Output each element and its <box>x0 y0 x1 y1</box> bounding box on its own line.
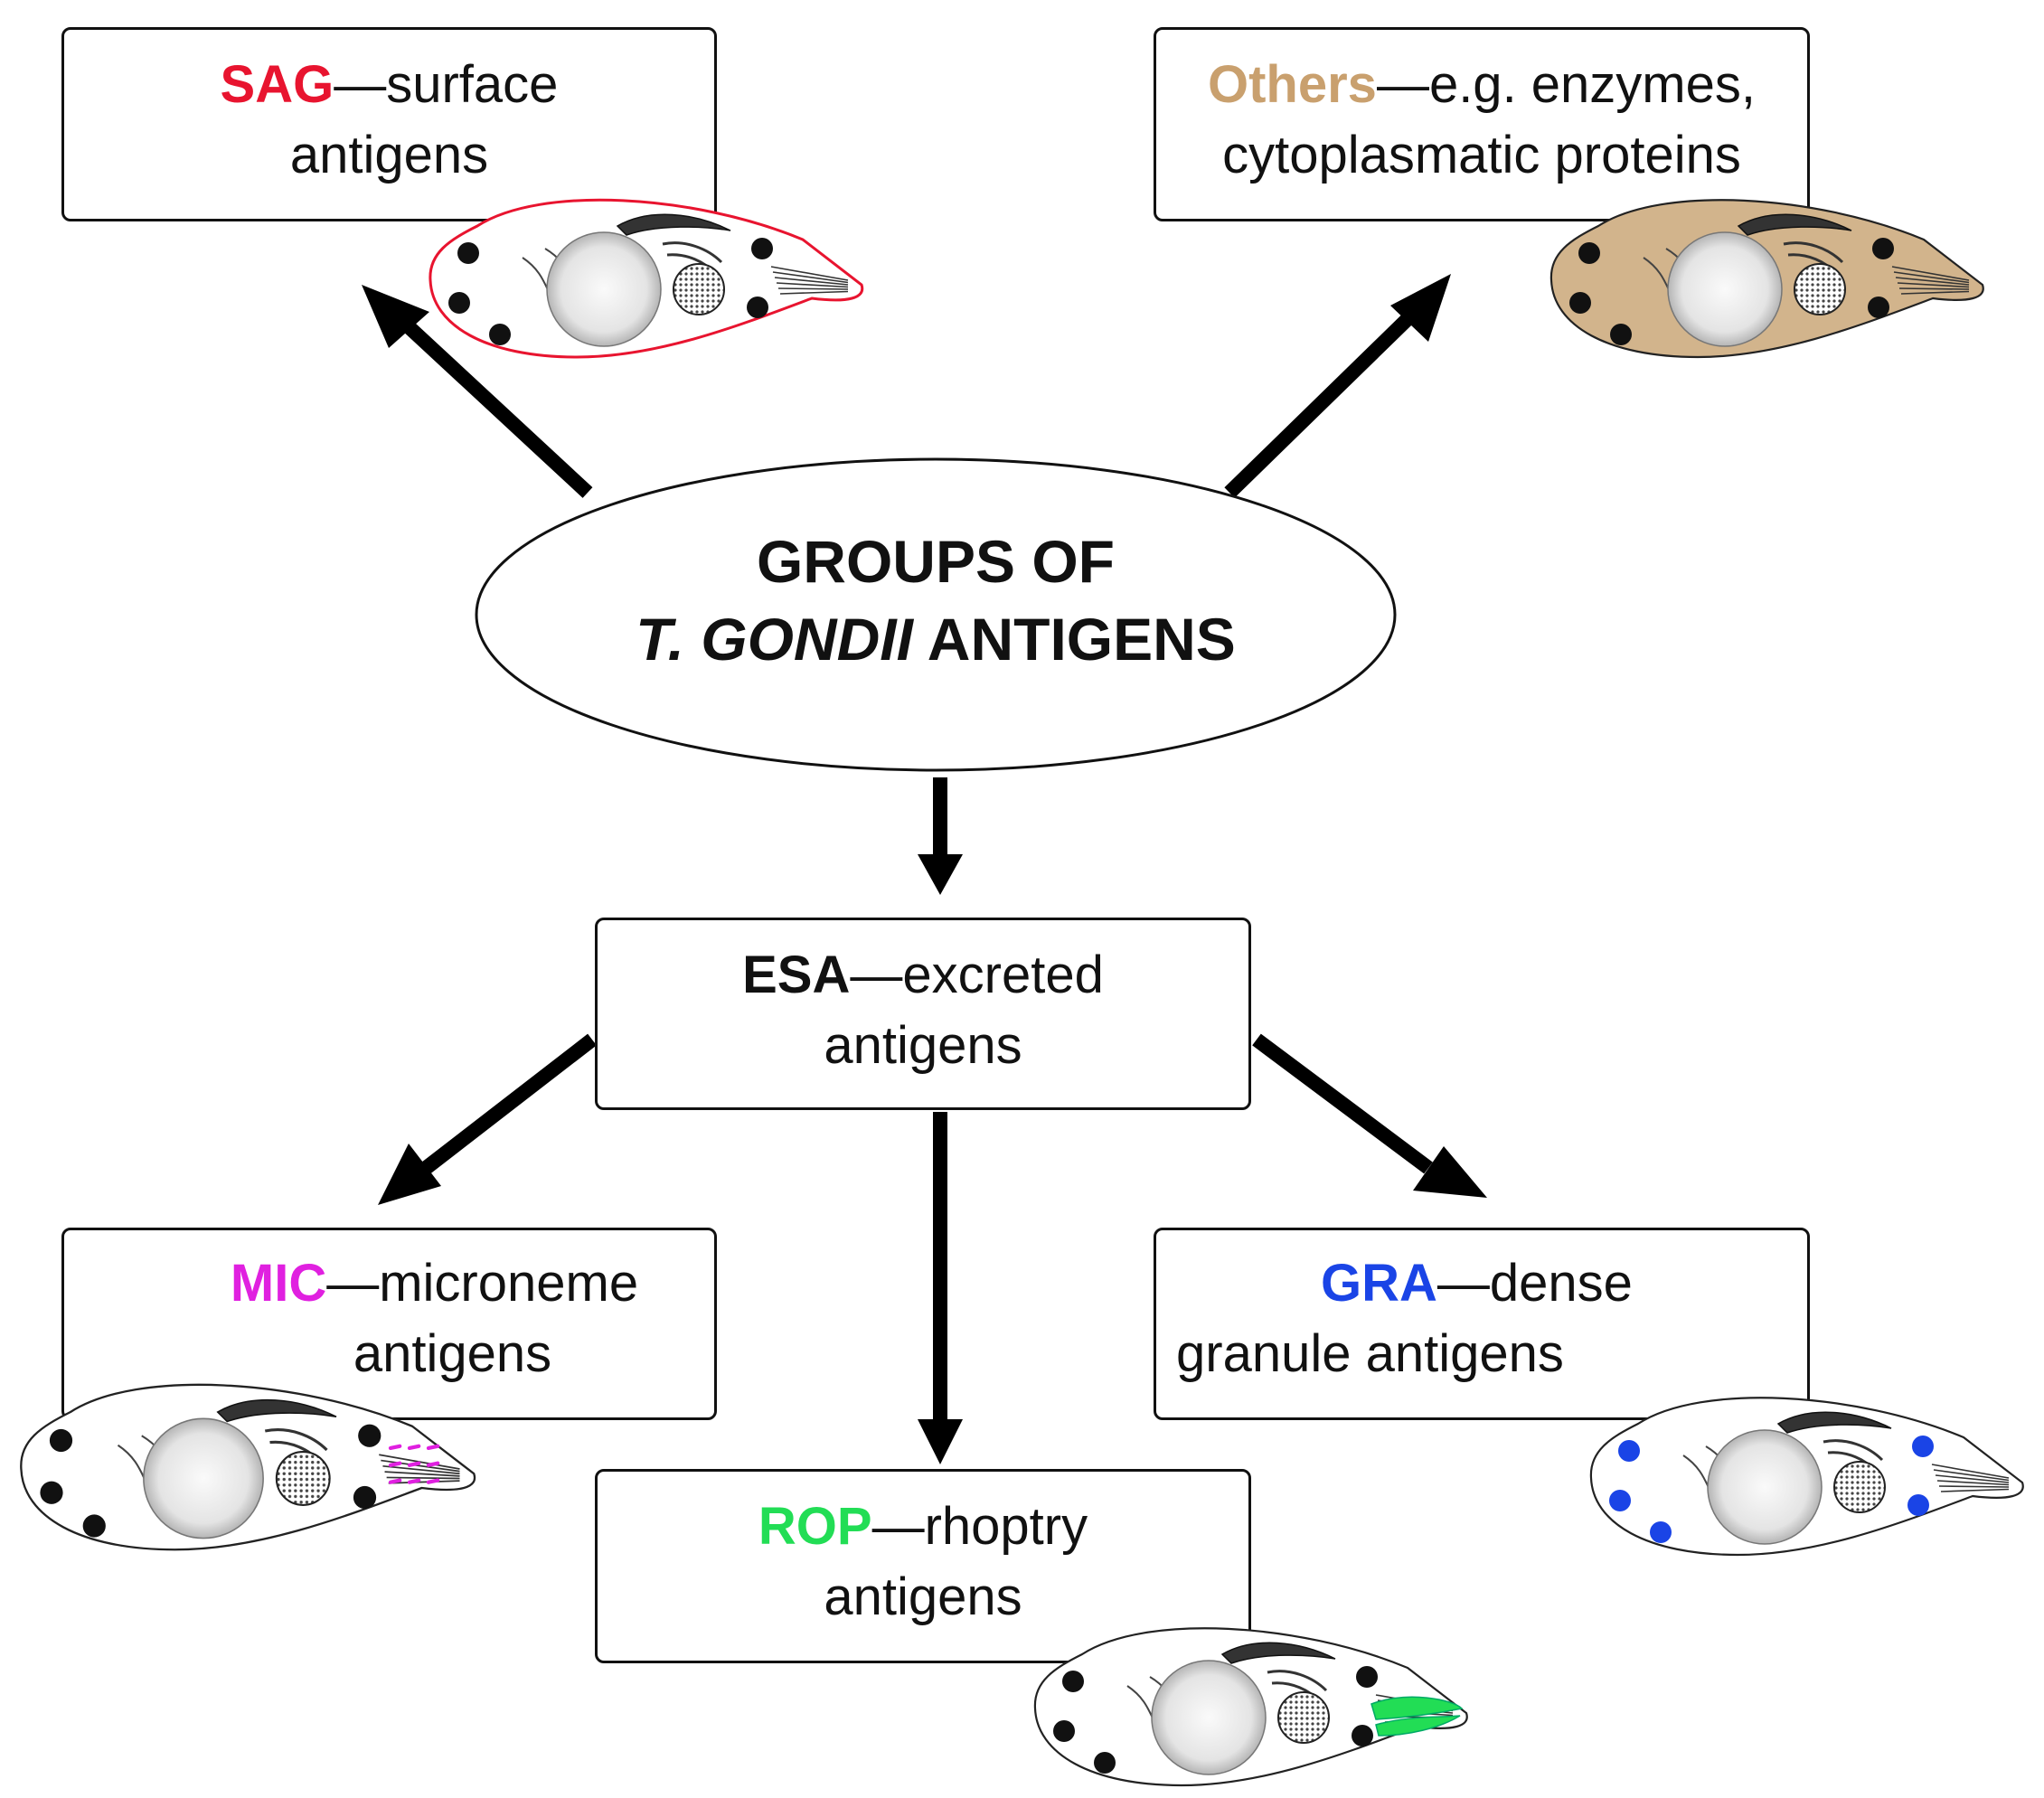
esa-box: ESA—excreted antigens <box>595 918 1251 1110</box>
mic-parasite-cell <box>20 1383 476 1551</box>
mic-parasite-cell-granule-4 <box>353 1485 377 1510</box>
gra-desc-line2: granule antigens <box>1176 1324 1564 1383</box>
esa-desc-line2: antigens <box>824 1016 1022 1075</box>
gra-parasite-cell-granule-4 <box>1907 1494 1929 1516</box>
others-parasite-cell <box>1549 199 1984 359</box>
arrow-to-gra <box>1252 1033 1487 1198</box>
mic-parasite-cell-granule-3 <box>358 1424 381 1447</box>
esa-acronym: ESA <box>742 946 851 1004</box>
rop-parasite-cell-granule-0 <box>1062 1671 1084 1692</box>
rop-desc: —rhoptry <box>871 1497 1088 1556</box>
mic-acronym: MIC <box>230 1254 327 1313</box>
sag-desc: —surface <box>334 55 559 114</box>
arrow-to-mic <box>378 1033 597 1205</box>
sag-parasite-cell-granule-3 <box>751 238 773 259</box>
gra-parasite-cell-granule-1 <box>1609 1490 1631 1511</box>
others-parasite-cell-granule-0 <box>1578 242 1600 264</box>
gra-acronym: GRA <box>1321 1254 1437 1313</box>
arrows <box>362 274 1487 1464</box>
others-desc-line2: cytoplasmatic proteins <box>1222 126 1741 184</box>
arrow-to-rop <box>918 1112 963 1464</box>
arrow-to-others <box>1224 274 1451 498</box>
mic-desc-line2: antigens <box>353 1324 552 1383</box>
center-ellipse <box>475 457 1397 772</box>
rop-box: ROP—rhoptry antigens <box>595 1469 1251 1663</box>
center-antigens: ANTIGENS <box>912 606 1236 673</box>
center-species: T. GONDII <box>636 606 913 673</box>
others-parasite-cell-granule-4 <box>1868 297 1889 318</box>
sag-box: SAG—surface antigens <box>61 27 717 221</box>
sag-desc-line2: antigens <box>289 126 489 184</box>
rop-parasite-cell-granule-3 <box>1356 1666 1378 1688</box>
sag-parasite-cell-granule-2 <box>489 324 511 345</box>
others-parasite-cell-granule-2 <box>1610 324 1632 345</box>
gra-parasite-cell-granule-2 <box>1650 1521 1672 1543</box>
gra-parasite-cell-granule-3 <box>1912 1436 1934 1457</box>
gra-parasite-cell <box>1589 1397 2024 1557</box>
others-parasite-cell-granule-3 <box>1872 238 1894 259</box>
others-box: Others—e.g. enzymes, cytoplasmatic prote… <box>1154 27 1810 221</box>
rop-parasite-cell <box>1033 1627 1468 1787</box>
center-label: GROUPS OF T. GONDII ANTIGENS <box>484 522 1388 678</box>
rop-parasite-cell-granule-1 <box>1053 1720 1075 1742</box>
center-line-2: T. GONDII ANTIGENS <box>484 600 1388 678</box>
rop-desc-line2: antigens <box>824 1567 1022 1626</box>
sag-parasite-cell-granule-1 <box>448 292 470 314</box>
gra-desc: —dense <box>1436 1254 1633 1313</box>
esa-desc: —excreted <box>850 946 1104 1004</box>
mic-parasite-cell-granule-2 <box>82 1514 106 1538</box>
mic-parasite-cell-granule-1 <box>40 1481 63 1504</box>
center-line-1: GROUPS OF <box>756 528 1116 595</box>
rop-parasite-cell-granule-2 <box>1094 1752 1116 1774</box>
rop-acronym: ROP <box>758 1497 872 1556</box>
arrow-to-esa <box>918 777 963 895</box>
mic-parasite-cell-granule-0 <box>49 1428 73 1453</box>
others-acronym: Others <box>1207 55 1377 114</box>
arrow-to-sag <box>362 285 593 498</box>
gra-parasite-cell-granule-0 <box>1618 1440 1640 1462</box>
sag-parasite-cell <box>429 198 864 359</box>
others-desc: —e.g. enzymes, <box>1376 55 1756 114</box>
gra-box: GRA—dense granule antigens <box>1154 1228 1810 1420</box>
sag-acronym: SAG <box>220 55 334 114</box>
sag-parasite-cell-granule-0 <box>457 242 479 264</box>
rop-parasite-cell-granule-4 <box>1352 1725 1373 1746</box>
others-parasite-cell-granule-1 <box>1569 292 1591 314</box>
mic-desc: —microneme <box>326 1254 639 1313</box>
sag-parasite-cell-granule-4 <box>747 297 768 318</box>
